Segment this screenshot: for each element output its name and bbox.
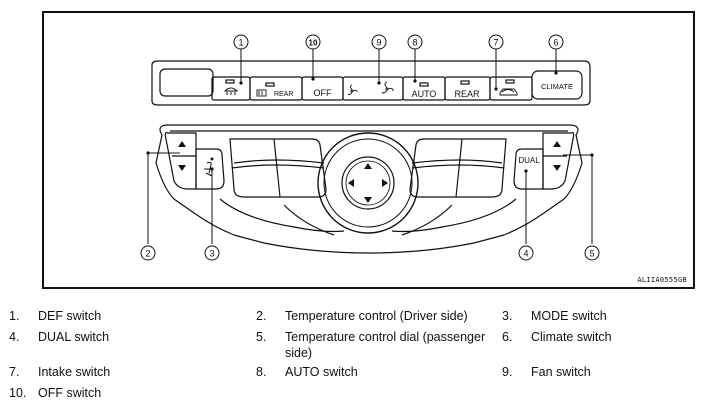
callout-5: 5: [589, 249, 594, 259]
legend-text: OFF switch: [38, 386, 102, 400]
off-button-label: OFF: [314, 88, 332, 98]
rear-defrost-label: REAR: [274, 91, 293, 98]
fan-low-icon: [347, 84, 358, 96]
upper-button-strip: [151, 60, 591, 106]
lower-control-panel: [155, 124, 583, 254]
mode-icon: [204, 157, 214, 177]
legend-number: 2.: [256, 309, 267, 323]
callout-circles: [140, 34, 600, 261]
callout-3: 3: [209, 249, 214, 259]
intake-car-icon: [499, 88, 518, 96]
legend-text: MODE switch: [531, 309, 607, 323]
callout-4: 4: [523, 249, 528, 259]
control-panel-figure: REAR OFF AUTO REAR CLIMATE: [42, 11, 695, 289]
legend-text: Climate switch: [531, 330, 612, 344]
legend-number: 5.: [256, 330, 267, 344]
legend-number: 8.: [256, 365, 267, 379]
callout-8: 8: [412, 38, 417, 48]
leader-lines: [147, 49, 593, 244]
dual-button-label: DUAL: [518, 156, 540, 165]
fan-high-icon: [381, 81, 394, 94]
legend-list: 1. DEF switch 2. Temperature control (Dr…: [0, 305, 717, 405]
legend-number: 10.: [9, 386, 27, 400]
legend-number: 4.: [9, 330, 20, 344]
callout-10: 10: [309, 39, 318, 48]
callout-9: 9: [376, 38, 381, 48]
rear-button-label: REAR: [454, 89, 480, 99]
legend-number: 1.: [9, 309, 20, 323]
callout-1: 1: [238, 38, 243, 48]
legend-text: Temperature control dial (passenger side…: [285, 330, 486, 360]
center-dial: [317, 132, 419, 234]
legend-text: Temperature control (Driver side): [285, 309, 468, 323]
callout-2: 2: [145, 249, 150, 259]
leader-dots: [146, 71, 594, 173]
callout-7: 7: [493, 38, 498, 48]
legend-number: 7.: [9, 365, 20, 379]
auto-button-label: AUTO: [412, 89, 437, 99]
figure-code: ALIIA0555GB: [637, 276, 687, 284]
legend-text: AUTO switch: [285, 365, 358, 379]
legend-text: Intake switch: [38, 365, 111, 379]
dial-arrow-icons: [348, 163, 388, 203]
defrost-icon: [223, 87, 239, 95]
legend-text: Fan switch: [531, 365, 591, 379]
legend-number: 3.: [502, 309, 513, 323]
climate-button-label: CLIMATE: [541, 82, 573, 91]
legend-number: 6.: [502, 330, 513, 344]
legend-text: DUAL switch: [38, 330, 110, 344]
temperature-arrow-icons: [178, 141, 561, 171]
legend-number: 9.: [502, 365, 513, 379]
legend-text: DEF switch: [38, 309, 102, 323]
rear-defrost-icon: [256, 89, 267, 97]
control-panel-diagram: REAR OFF AUTO REAR CLIMATE: [140, 34, 600, 261]
callout-6: 6: [553, 38, 558, 48]
